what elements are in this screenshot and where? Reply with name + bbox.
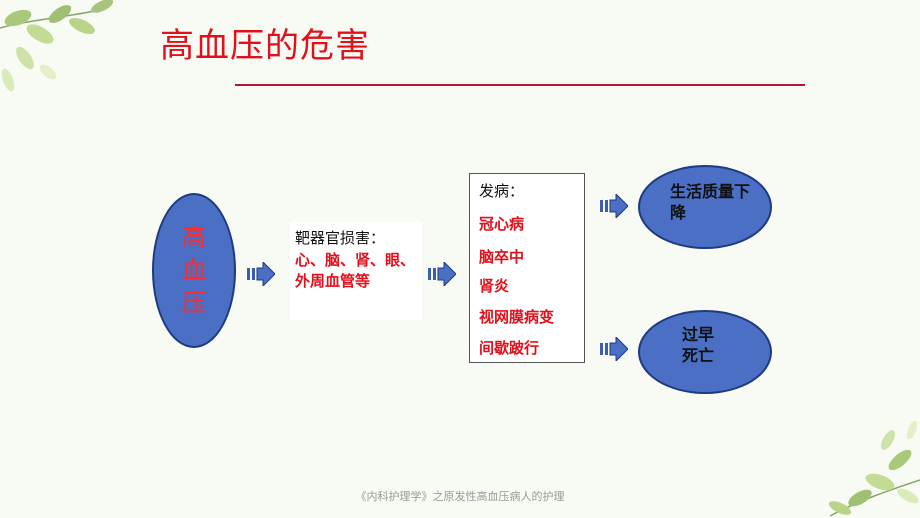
organ-damage-items: 心、脑、肾、眼、外周血管等 xyxy=(295,251,416,290)
footer-caption: 《内科护理学》之原发性高血压病人的护理 xyxy=(355,490,565,503)
arrow-right-icon xyxy=(600,194,628,218)
title-underline xyxy=(235,84,805,86)
outcome-quality-of-life-node: 生活质量下降 xyxy=(638,165,772,249)
organ-damage-box xyxy=(290,222,422,320)
hypertension-node: 高 血 压 xyxy=(152,193,236,348)
node-char-3: 压 xyxy=(182,289,206,317)
outcome-label: 过早死亡 xyxy=(682,325,715,365)
hypertension-node-label: 高 血 压 xyxy=(154,221,234,320)
disease-item: 冠心病 xyxy=(479,215,525,233)
disease-box xyxy=(469,173,585,363)
disease-item: 视网膜病变 xyxy=(479,308,555,326)
node-char-2: 血 xyxy=(182,256,206,284)
slide-title: 高血压的危害 xyxy=(160,26,370,66)
disease-item: 肾炎 xyxy=(479,277,510,295)
arrow-right-icon xyxy=(428,262,456,286)
arrow-right-icon xyxy=(247,262,275,286)
disease-title: 发病： xyxy=(479,182,525,200)
leaves-decoration-top-left xyxy=(0,0,114,92)
organ-damage-label: 靶器官损害： xyxy=(295,229,386,247)
disease-item: 间歇跛行 xyxy=(479,339,540,357)
node-char-1: 高 xyxy=(182,223,206,251)
arrow-right-icon xyxy=(600,337,628,361)
leaves-decoration-bottom-right xyxy=(828,420,920,517)
outcome-early-death-node: 过早死亡 xyxy=(638,310,772,394)
outcome-label: 生活质量下降 xyxy=(670,182,751,222)
disease-item: 脑卒中 xyxy=(479,248,525,266)
